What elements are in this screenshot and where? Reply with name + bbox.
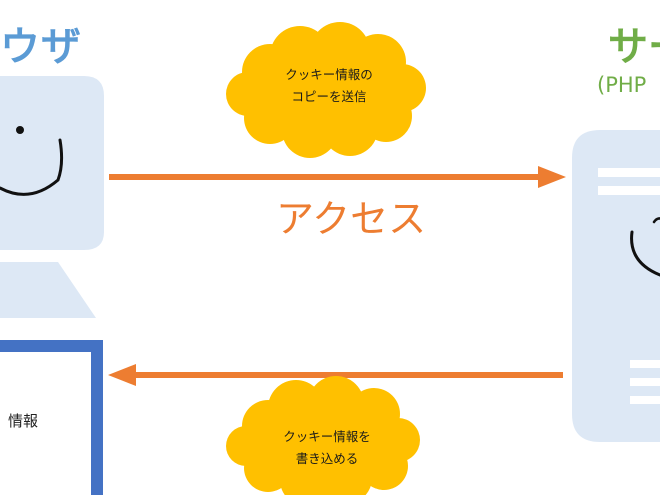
- server-tower-icon: [572, 130, 660, 442]
- server-title: サー: [608, 24, 660, 70]
- cloud-top-line1: クッキー情報の: [285, 67, 373, 82]
- cloud-top-shape: [226, 22, 426, 158]
- cloud-bottom-shape: [226, 376, 420, 495]
- cloud-bottom-text: クッキー情報を 書き込める: [252, 426, 402, 470]
- browser-computer-icon: [0, 76, 104, 318]
- response-arrow: [108, 364, 563, 386]
- cloud-bottom-line2: 書き込める: [295, 451, 359, 466]
- access-arrow: [109, 166, 566, 188]
- access-label: アクセス: [276, 197, 427, 241]
- storage-box: [0, 340, 103, 495]
- storage-box-label: 情報: [8, 412, 39, 430]
- cloud-top-text: クッキー情報の コピーを送信: [254, 64, 404, 108]
- cloud-bottom-line1: クッキー情報を: [283, 429, 371, 444]
- browser-title: ウザ: [0, 24, 82, 70]
- cloud-top-line2: コピーを送信: [291, 89, 367, 104]
- server-subtitle: (PHP: [597, 73, 647, 97]
